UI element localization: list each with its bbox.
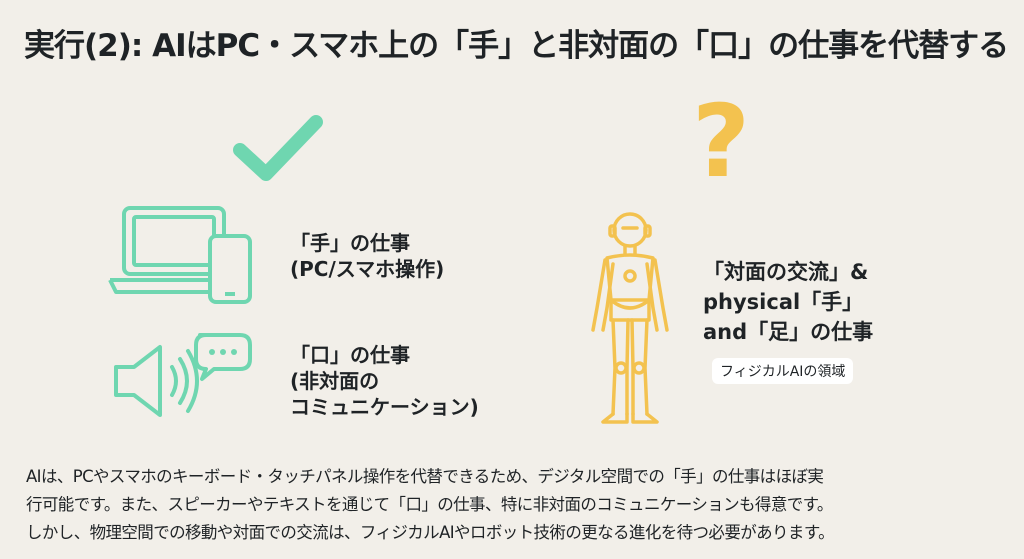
mouth-work-label: 「口」の仕事 (非対面の コミュニケーション): [290, 342, 479, 420]
check-icon: [233, 115, 323, 181]
question-mark-icon: ?: [692, 83, 751, 200]
physical-ai-badge: フィジカルAIの領域: [712, 358, 854, 384]
physical-work-line3: and「足」の仕事: [703, 320, 874, 344]
physical-work-line1: 「対面の交流」&: [703, 260, 869, 284]
page-title: 実行(2): AIはPC・スマホ上の「手」と非対面の「口」の仕事を代替する: [24, 28, 1009, 64]
description-text: AIは、PCやスマホのキーボード・タッチパネル操作を代替できるため、デジタル空間…: [26, 463, 1006, 547]
laptop-phone-icon: [108, 206, 252, 304]
robot-icon: [591, 212, 669, 424]
speaker-chat-icon: [114, 333, 252, 417]
hand-work-subtitle: (PC/スマホ操作): [290, 257, 445, 281]
description-line: 行可能です。また、スピーカーやテキストを通じて「口」の仕事、特に非対面のコミュニ…: [26, 495, 833, 514]
mouth-work-title: 「口」の仕事: [290, 343, 410, 367]
hand-work-title: 「手」の仕事: [290, 231, 410, 255]
mouth-work-line2: (非対面の: [290, 369, 380, 393]
description-line: しかし、物理空間での移動や対面での交流は、フィジカルAIやロボット技術の更なる進…: [26, 523, 835, 542]
physical-work-line2: physical「手」: [703, 290, 864, 314]
mouth-work-line3: コミュニケーション): [290, 395, 479, 419]
hand-work-label: 「手」の仕事 (PC/スマホ操作): [290, 230, 444, 282]
physical-work-label: 「対面の交流」& physical「手」 and「足」の仕事: [703, 257, 873, 347]
description-line: AIは、PCやスマホのキーボード・タッチパネル操作を代替できるため、デジタル空間…: [26, 467, 824, 486]
